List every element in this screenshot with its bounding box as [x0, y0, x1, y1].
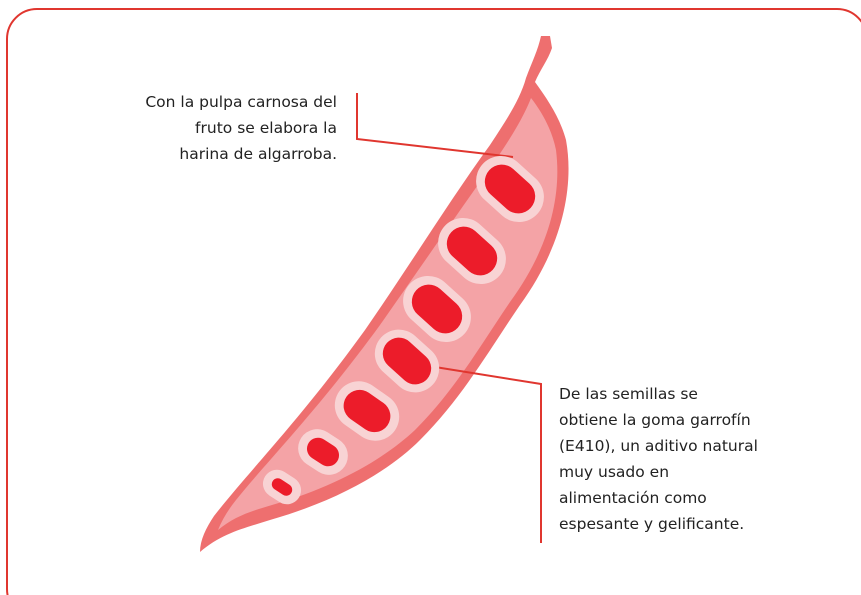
- pulp-annotation-line: Con la pulpa carnosa del: [145, 89, 337, 115]
- seed-annotation-line: muy usado en: [559, 459, 758, 485]
- pulp-annotation-line: fruto se elabora la: [145, 115, 337, 141]
- seed-annotation-line: De las semillas se: [559, 381, 758, 407]
- seed-annotation-line: alimentación como: [559, 485, 758, 511]
- seed-annotation: De las semillas se obtiene la goma garro…: [559, 381, 758, 537]
- pulp-annotation: Con la pulpa carnosa del fruto se elabor…: [145, 89, 337, 167]
- seed-annotation-line: obtiene la goma garrofín: [559, 407, 758, 433]
- seed-annotation-line: espesante y gelificante.: [559, 511, 758, 537]
- pulp-annotation-line: harina de algarroba.: [145, 141, 337, 167]
- seed-annotation-line: (E410), un aditivo natural: [559, 433, 758, 459]
